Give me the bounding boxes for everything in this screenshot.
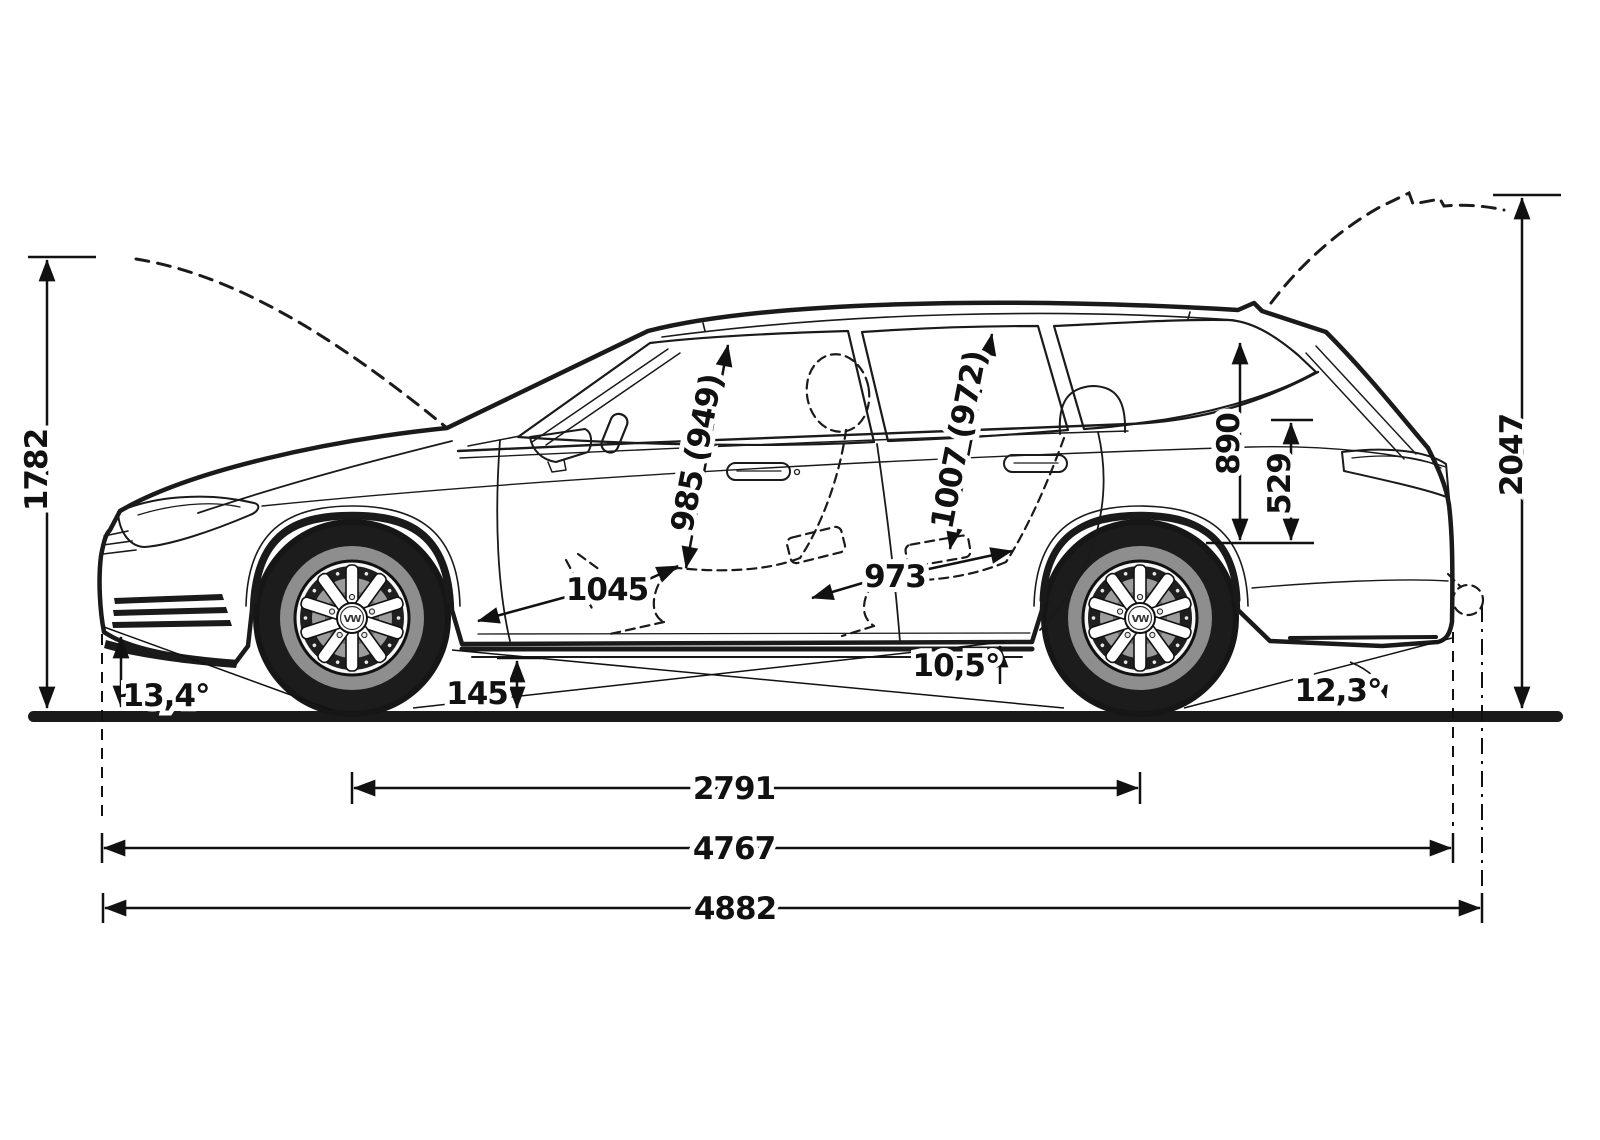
dim-wheelbase: 2791 — [350, 766, 1142, 812]
d-pillar-inner-line-2 — [1305, 352, 1405, 460]
side-mirror — [529, 428, 593, 463]
dim-boot-aperture-height: 890 — [1206, 342, 1314, 545]
label-front-headroom: 985 (949) — [664, 371, 730, 535]
hood-shutline — [197, 440, 453, 514]
dim-boot-upper-height: 529 — [1257, 418, 1313, 541]
label-breakover-angle: 10,5° — [913, 648, 1000, 684]
headlight-inner-line — [137, 503, 241, 516]
dim-overall-length: 4767 — [100, 826, 1455, 872]
label-open-tailgate-height: 2047 — [1494, 414, 1530, 496]
rear-wheel-arch-crease — [1033, 505, 1249, 607]
side-mirror-foot — [547, 459, 567, 473]
taillight-inner-line — [1351, 455, 1442, 469]
rear-wheel-vw-badge: VW — [1132, 614, 1150, 625]
front-wheel-arch — [251, 512, 453, 604]
dim-departure-angle: 12,3° — [1290, 661, 1388, 714]
dim-approach-angle: 13,4° — [112, 636, 216, 719]
windshield-front-window — [516, 329, 876, 447]
departure-angle-line — [1183, 637, 1453, 709]
dim-total-length: 4882 — [101, 886, 1484, 932]
dim-front-legroom: 1045 — [477, 564, 679, 624]
front-wheel: VW — [251, 517, 453, 719]
dim-ground-clearance: 145 — [441, 656, 541, 717]
breakover-line-rear — [451, 649, 1065, 709]
label-rear-legroom: 973 — [864, 559, 926, 595]
label-front-legroom: 1045 — [566, 572, 648, 608]
taillight — [1341, 448, 1450, 499]
seat-mount-dashed — [785, 525, 847, 565]
rear-headrest — [1058, 385, 1127, 435]
front-intake-slats — [112, 594, 232, 628]
a-pillar-inner-line-2 — [545, 352, 681, 446]
roof-rail-mount-rear — [1187, 311, 1191, 320]
open-tailgate-line — [1269, 190, 1506, 305]
ground-line — [28, 711, 1563, 722]
label-ground-clearance: 145 — [446, 676, 508, 712]
label-overall-height: 1782 — [19, 429, 55, 511]
roof-rail-mount-front — [702, 322, 706, 332]
roof-rail-line — [661, 312, 1235, 338]
dim-breakover-angle: 10,5° — [908, 643, 1009, 689]
rear-wheel-arch — [1039, 512, 1241, 604]
front-door-rear-cut — [876, 443, 901, 643]
rear-diffuser-line — [1288, 635, 1438, 640]
headlight — [117, 495, 260, 548]
dim-front-headroom: 985 (949) — [659, 344, 735, 569]
wiper-line — [467, 435, 521, 447]
approach-angle-line — [103, 626, 333, 711]
rear-door-rear-cut — [1039, 431, 1105, 631]
towbar-dashed — [1446, 572, 1485, 617]
rear-wheel: VW — [1039, 517, 1241, 719]
car-side-profile: VW VW — [97, 190, 1506, 719]
open-hood-line — [134, 257, 449, 430]
label-boot-upper-height: 529 — [1262, 453, 1298, 515]
rear-bumper-crease — [1251, 579, 1449, 589]
front-headrest — [805, 353, 871, 433]
label-wheelbase: 2791 — [693, 771, 775, 807]
front-wheel-arch-crease — [245, 505, 461, 607]
rear-door-handle — [1003, 454, 1068, 473]
sill-crease — [477, 632, 1031, 635]
dim-rear-legroom: 973 — [811, 547, 1013, 601]
front-wheel-vw-badge: VW — [344, 614, 362, 625]
dim-overall-height: 1782 — [14, 255, 96, 709]
beltline-lower — [459, 430, 1129, 459]
label-approach-angle: 13,4° — [123, 678, 210, 714]
front-seat-dashed — [564, 353, 871, 636]
d-pillar-inner-line — [1315, 345, 1417, 455]
front-door-front-cut — [496, 439, 511, 642]
front-door-keyhole — [793, 468, 801, 476]
a-pillar-inner-line — [531, 348, 669, 443]
front-splitter — [104, 640, 238, 668]
label-departure-angle: 12,3° — [1295, 673, 1382, 709]
steering-wheel — [600, 412, 629, 454]
dim-open-tailgate-height: 2047 — [1489, 193, 1561, 709]
quarter-window — [1052, 318, 1318, 431]
grille-slats — [102, 530, 137, 555]
label-overall-length: 4767 — [693, 831, 775, 867]
label-total-length: 4882 — [694, 891, 776, 927]
dim-rear-headroom: 1007 (972) — [919, 333, 999, 550]
label-boot-aperture-height: 890 — [1211, 413, 1247, 475]
